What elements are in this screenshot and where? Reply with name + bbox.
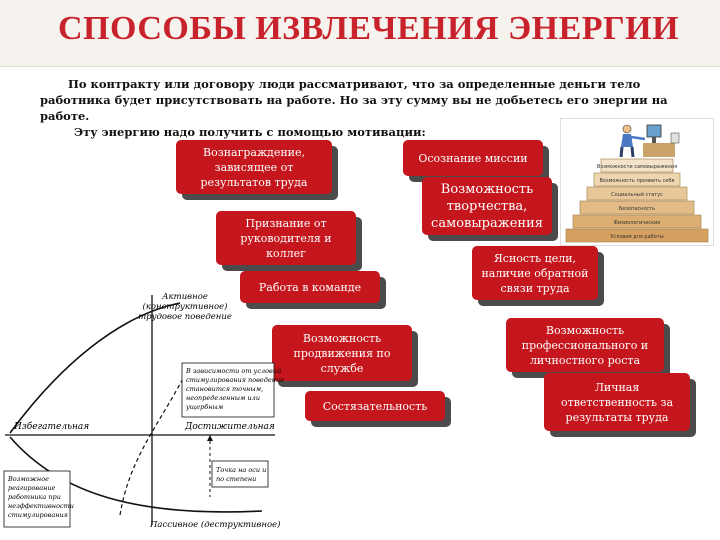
stair-step xyxy=(586,186,688,201)
growth-box: Возможность профессионального и личностн… xyxy=(506,318,664,372)
responsibility-box: Личная ответственность за результаты тру… xyxy=(544,373,690,431)
intro-text: По контракту или договору люди рассматри… xyxy=(40,76,712,140)
dashed-curve xyxy=(119,364,191,516)
behavior-chart: Активное(конструктивное)трудовое поведен… xyxy=(3,292,284,530)
promotion-box: Возможность продвижения по службе xyxy=(272,325,412,381)
reward-box: Вознаграждение, зависящее от результатов… xyxy=(176,140,332,194)
avoidant-label: Избегательная xyxy=(13,421,89,432)
stair-step xyxy=(600,158,674,173)
clarity-label: Ясность цели, наличие обратной связи тру… xyxy=(481,251,589,295)
pointer-arrow-icon xyxy=(207,435,213,441)
achieving-label: Достижительная xyxy=(184,422,275,432)
stair-step xyxy=(579,200,695,215)
growth-label: Возможность профессионального и личностн… xyxy=(521,323,649,367)
promotion-label: Возможность продвижения по службе xyxy=(293,331,391,375)
stair-step-label: Возможности самовыражения xyxy=(597,164,677,170)
creativity-box: Возможность творчества, самовыражения xyxy=(422,177,552,235)
worker-figure-icon xyxy=(619,124,680,158)
recognition-label: Признание от руководителя и коллег xyxy=(240,216,332,260)
stair-step xyxy=(572,214,702,229)
dependence-note-box xyxy=(181,362,275,418)
stair-step-label: Возможность проявить себя xyxy=(599,178,674,184)
active-label: Активное(конструктивное)трудовое поведен… xyxy=(138,292,232,322)
title-bar xyxy=(0,0,720,67)
teamwork-label: Работа в команде xyxy=(258,280,362,294)
recognition-box: Признание от руководителя и коллег xyxy=(216,211,356,265)
clarity-box: Ясность цели, наличие обратной связи тру… xyxy=(472,246,598,300)
intro-paragraph: По контракту или договору люди рассматри… xyxy=(40,77,668,123)
mission-label: Осознание миссии xyxy=(418,151,528,165)
reward-label: Вознаграждение, зависящее от результатов… xyxy=(200,145,308,189)
intro-lead: Эту энергию надо получить с помощью моти… xyxy=(74,125,426,139)
possible-note-box xyxy=(3,470,71,528)
stair-step xyxy=(565,228,709,243)
lower-curve xyxy=(9,436,263,513)
upper-curve xyxy=(9,302,181,434)
point-note-box xyxy=(211,460,269,488)
creativity-label: Возможность творчества, самовыражения xyxy=(431,181,543,231)
stair-step xyxy=(593,172,681,187)
page-title: СПОСОБЫ ИЗВЛЕЧЕНИЯ ЭНЕРГИИ xyxy=(58,10,680,47)
teamwork-box: Работа в команде xyxy=(240,271,380,303)
competition-box: Состязательность xyxy=(305,391,445,421)
mission-box: Осознание миссии xyxy=(403,140,543,176)
competition-label: Состязательность xyxy=(322,399,428,413)
passive-label: Пассивное (деструктивное) xyxy=(149,519,280,530)
responsibility-label: Личная ответственность за результаты тру… xyxy=(560,380,674,424)
stair-step-label: Условия для работы xyxy=(610,234,663,240)
stair-step-label: Безопасность xyxy=(619,206,655,212)
stair-step-label: Физиологические xyxy=(614,220,661,226)
stair-step-label: Социальный статус xyxy=(611,191,663,198)
